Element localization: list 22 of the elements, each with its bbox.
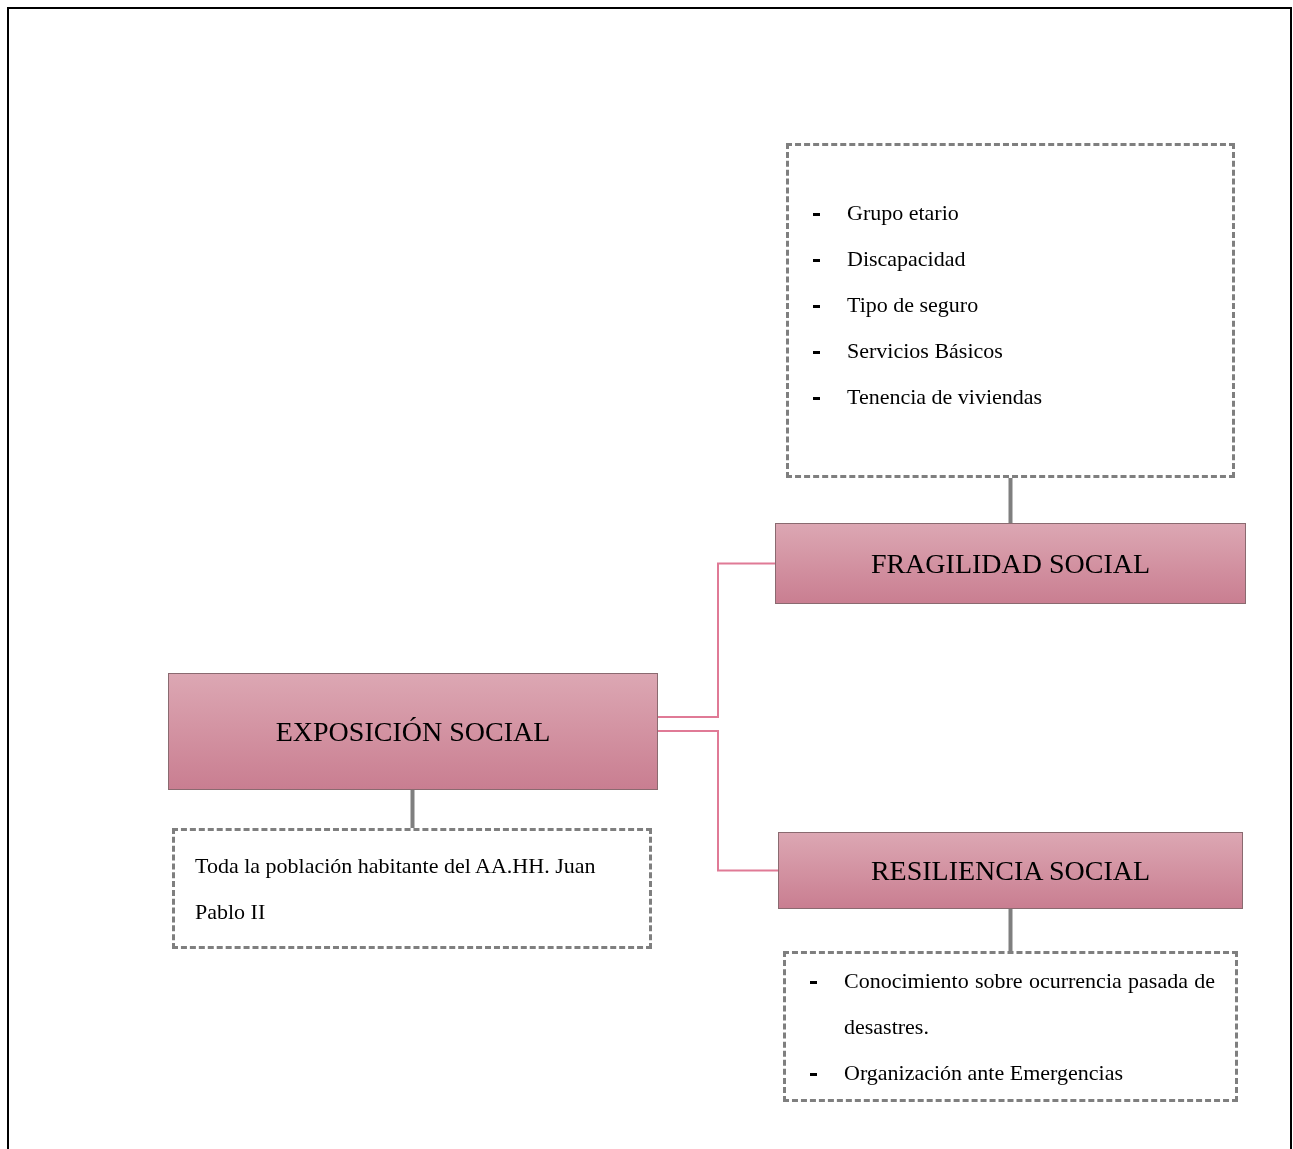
list-item-text: Organización ante Emergencias <box>844 1058 1123 1087</box>
list-item-text: Conocimiento sobre ocurrencia pasada de desastres. <box>844 966 1215 1041</box>
list-item-text: Servicios Básicos <box>847 337 1003 365</box>
category-box <box>168 673 658 790</box>
category-title: RESILIENCIA SOCIAL <box>870 853 1151 888</box>
dashed-note-box <box>783 951 1238 1102</box>
connector-line <box>657 730 779 872</box>
dashed-note-box <box>786 143 1235 478</box>
category-title: EXPOSICIÓN SOCIAL <box>275 714 551 749</box>
category-box <box>778 832 1243 909</box>
category-box <box>775 523 1246 604</box>
list-item-text: Toda la población habitante del AA.HH. Juan Pablo II <box>195 851 597 926</box>
list-item-text: Grupo etario <box>847 199 959 227</box>
connector-line <box>1008 909 1013 951</box>
list-item-text: Discapacidad <box>847 245 966 273</box>
list-item-text: Tipo de seguro <box>847 291 979 319</box>
connector-line <box>410 790 415 828</box>
connector-line <box>1008 478 1013 523</box>
dashed-note-box <box>172 828 652 949</box>
category-title: FRAGILIDAD SOCIAL <box>870 546 1151 581</box>
list-item-text: Tenencia de viviendas <box>847 383 1043 411</box>
connector-line <box>657 562 776 718</box>
